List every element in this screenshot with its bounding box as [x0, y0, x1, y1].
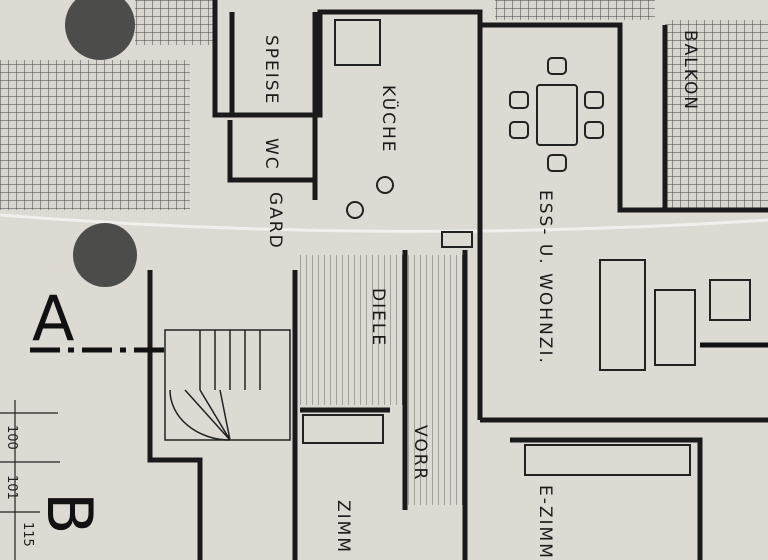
dimension-115: 115	[20, 522, 35, 547]
room-label-kueche: KÜCHE	[378, 85, 400, 154]
room-label-vorr: VORR	[410, 425, 430, 481]
paving-left	[0, 60, 190, 210]
room-label-balkon: BALKON	[680, 30, 700, 111]
paving-top	[135, 0, 215, 45]
room-label-zimm: ZIMM	[333, 500, 353, 554]
room-label-speise: SPEISE	[261, 35, 281, 105]
room-label-wc: WC	[261, 138, 281, 171]
tree	[65, 0, 135, 60]
furniture	[302, 19, 751, 476]
dimension-100: 100	[4, 425, 19, 450]
room-label-e-zimm: E-ZIMM	[535, 485, 555, 560]
tree	[73, 223, 137, 287]
section-marker-b: B	[33, 492, 106, 535]
fold-line	[0, 213, 768, 233]
staircase	[164, 329, 291, 441]
room-label-ess-wohnzi: ESS- U. WOHNZI.	[535, 190, 555, 365]
diele-floor	[300, 255, 465, 405]
paving-top-right	[495, 0, 655, 20]
dimension-lines	[0, 400, 60, 560]
dimension-101: 101	[4, 475, 19, 500]
section-marker-a: A	[32, 282, 74, 355]
room-label-diele: DIELE	[368, 288, 388, 347]
vorr-floor	[405, 405, 465, 505]
room-label-gard: GARD	[265, 192, 285, 250]
balkon-paving	[665, 20, 768, 210]
